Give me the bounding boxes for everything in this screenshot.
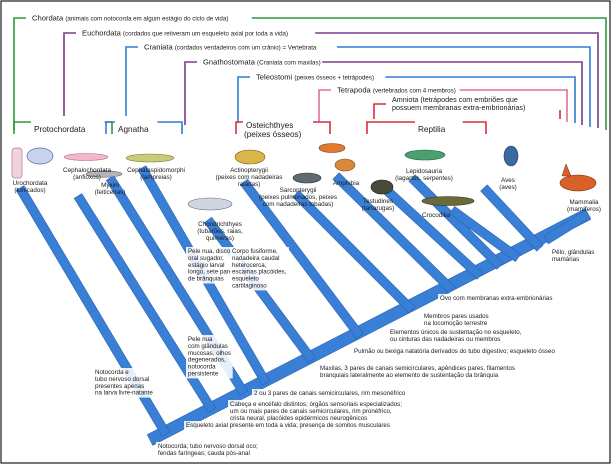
taxon-common-name: (anfioxos) — [73, 174, 101, 181]
taxon-common-name: (tunicados) — [14, 187, 45, 194]
taxon-name: Chondrichthyes — [198, 221, 242, 228]
bracket-desc: (animais com notocorda em algum estágio … — [65, 16, 228, 23]
character-label: na locomoção terrestre — [424, 320, 488, 327]
bracket-amniota-label-2: possuem membranas extra-embrionárias) — [392, 103, 525, 112]
taxon-name: Lepidosauria — [406, 168, 443, 175]
group-osteichthyes-label: Osteichthyes — [246, 121, 293, 130]
taxon-common-name: (lampreias) — [140, 174, 172, 181]
character-label: Pulmão ou bexiga natatória derivados do … — [354, 348, 555, 355]
character-label: Ovo com membranas extra-embrionárias — [440, 295, 552, 302]
taxon-common-name: (lagartos, serpentes) — [395, 175, 453, 182]
bracket-desc: (cordados que retiveram um esqueleto axi… — [123, 31, 288, 38]
character-label: crista neural, placóides epidérmicos neu… — [230, 415, 367, 422]
bracket-name: Gnathostomata — [203, 58, 257, 67]
frog-shape — [335, 159, 355, 171]
bracket-name: Chordata — [32, 14, 65, 23]
group-osteichthyes-sub: (peixes ósseos) — [244, 130, 302, 139]
character-label: cartilaginoso — [232, 283, 267, 290]
taxon-name: Myxini — [101, 182, 119, 189]
bracket-teleostomi-label: Teleostomi (peixes ósseos + tetrápodes) — [256, 73, 374, 82]
bracket-name: Euchordata — [82, 29, 123, 38]
character-label: fendas faríngeas; cauda pós-anal — [158, 450, 250, 457]
branch-sarcopterygii — [293, 191, 415, 313]
bracket-desc: (Craniata com maxilas) — [257, 60, 321, 67]
taxon-name: Actinopterygii — [230, 167, 268, 174]
character-label: branquiais lateralmente ao elemento de s… — [320, 372, 499, 379]
taxon-common-name: (feiticeiras) — [95, 189, 126, 196]
taxon-name: Testudines — [363, 198, 393, 205]
taxon-name: Sarcopterygii — [280, 187, 317, 194]
character-label: ou cinturas das nadadeiras ou membros — [390, 336, 500, 343]
bracket-craniata-label: Craniata (cordados verdadeiros com um cr… — [144, 43, 317, 52]
bracket-name: Craniata — [144, 43, 175, 52]
group-protochordata-label: Protochordata — [34, 125, 86, 134]
taxon-common-name: (peixes pulmonados, peixes — [259, 194, 337, 201]
bracket-desc: (vertebrados com 4 membros) — [373, 88, 456, 95]
bird-shape — [504, 146, 518, 166]
taxon-common-name-2: com nadadeiras lobadas) — [263, 201, 334, 208]
group-agnatha-label: Agnatha — [118, 125, 149, 134]
salamander-shape — [319, 144, 345, 153]
bracket-tetrapoda-label: Tetrapoda (vertebrados com 4 membros) — [337, 86, 456, 95]
taxon-name: Cephalaspidomorphi — [127, 167, 185, 174]
taxon-common-name: (tubarões, raias, — [197, 228, 243, 235]
bracket-chordata-label: Chordata (animais com notocorda em algum… — [32, 14, 228, 23]
crocodile-shape — [422, 197, 474, 206]
bracket-name: Teleostomi — [256, 73, 294, 82]
character-label: na larva livre-natante — [95, 390, 153, 397]
character-label: persistente — [188, 371, 219, 378]
bracket-gnathostomata-label: Gnathostomata (Craniata com maxilas) — [203, 58, 321, 67]
taxon-common-name: (tartarugas) — [362, 205, 395, 212]
bracket-euchordata-label: Euchordata (cordados que retiveram um es… — [82, 29, 288, 38]
shark-shape — [188, 198, 232, 210]
perch-shape — [235, 150, 265, 164]
bracket-desc: (peixes ósseos + tetrápodes) — [294, 75, 374, 82]
taxon-common-name: (peixes com nadadeiras — [216, 174, 283, 181]
taxon-name: Cephalochordata — [63, 167, 111, 174]
taxon-name: Urochordata — [13, 180, 48, 187]
taxon-common-name-2: quimeras) — [206, 235, 234, 242]
character-label: 2 ou 3 pares de canais semicirculares, r… — [254, 390, 406, 397]
tunicate-2-shape — [27, 148, 53, 164]
tunicate-shape — [12, 148, 22, 178]
lamprey-shape — [126, 154, 174, 162]
fox-shape — [560, 175, 596, 191]
bracket-desc: (cordados verdadeiros com um crânio) = V… — [175, 45, 317, 52]
lungfish-shape — [293, 173, 321, 183]
character-label: de brânquias — [188, 276, 224, 283]
snake-shape — [405, 150, 445, 160]
group-reptilia-label: Reptilia — [418, 125, 446, 134]
taxon-common-name-2: raiadas) — [238, 181, 261, 188]
bracket-name: Tetrapoda — [337, 86, 373, 95]
character-label: Esqueleto axial presente em toda a vida;… — [186, 422, 390, 429]
taxon-name: Amphibia — [333, 180, 360, 187]
fox-ear-shape — [562, 164, 571, 176]
turtle-shape — [371, 180, 393, 194]
taxon-common-name: (mamíferos) — [567, 206, 601, 213]
character-label: mamárias — [552, 256, 579, 263]
taxon-common-name: (aves) — [499, 184, 517, 191]
taxon-name: Mammalia — [569, 199, 599, 206]
taxon-name: Aves — [501, 177, 515, 184]
taxon-name: Crocodilia — [422, 212, 450, 219]
amphioxus-shape — [64, 154, 108, 161]
